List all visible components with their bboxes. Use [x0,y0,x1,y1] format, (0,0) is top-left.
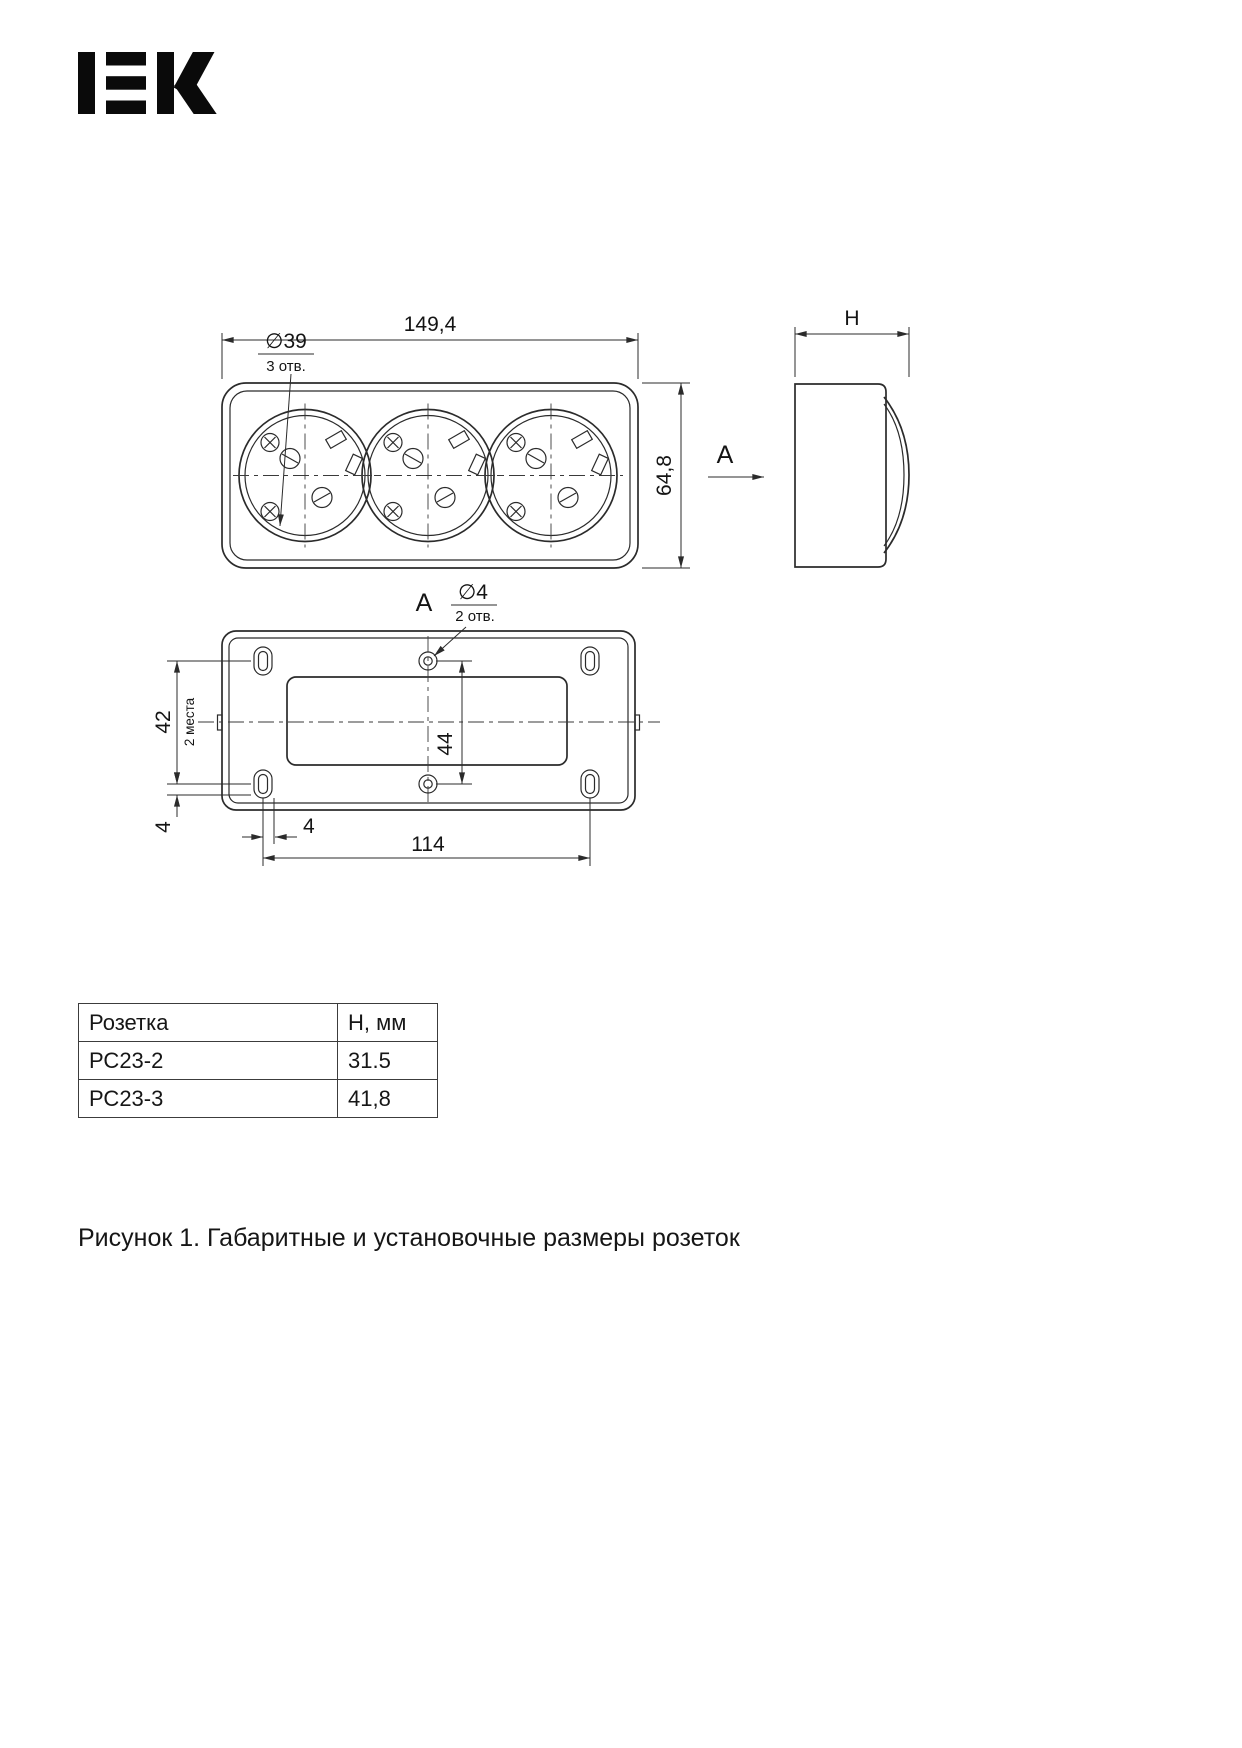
size-table: Розетка Н, мм РС23-2 31.5 РС23-3 41,8 [78,1003,438,1118]
mounting-slot-bottom-right [580,769,600,799]
hole-count-label: 3 отв. [266,358,306,375]
table-row: РС23-2 31.5 [78,1041,438,1080]
hole-count-label: 2 отв. [455,608,495,625]
socket-3 [478,402,624,549]
cell-model: РС23-2 [78,1041,338,1080]
mounting-slot-top-left [253,646,273,676]
dim-4h-label: 4 [303,815,315,838]
hole-dia-label: ∅4 [458,581,488,604]
hole-callout-39: ∅39 3 отв. [258,330,314,527]
dim-depth-label: H [844,307,859,330]
hole-dia-label: ∅39 [265,330,307,353]
dim-depth-h: H [794,307,910,377]
front-view: 149,4 64,8 ∅39 3 отв. A [221,313,764,569]
table-header-row: Розетка Н, мм [78,1003,438,1042]
mounting-slot-bottom-left [253,769,273,799]
mounting-slot-top-right [580,646,600,676]
leader-line [433,626,467,657]
cell-height: 41,8 [337,1079,438,1118]
dim-width-label: 149,4 [404,313,457,336]
cell-model: РС23-3 [78,1079,338,1118]
view-a-section-label: A [416,589,433,617]
header-h-mm: Н, мм [337,1003,438,1042]
header-socket: Розетка [78,1003,338,1042]
iek-logo: IEK [78,52,217,114]
bottom-inner-outline [228,637,629,804]
dim-4-vertical: 4 [152,762,251,833]
dim-42: 42 2 места [152,660,251,785]
front-inner-outline [229,390,631,561]
dim-42-label: 42 [152,710,175,733]
right-tab [634,714,641,731]
socket-2 [355,402,501,549]
dim-44: 44 [434,660,472,785]
left-tab [216,714,223,731]
bottom-outer-outline [221,630,636,811]
side-dome-inner [883,403,905,547]
dim-height-label: 64,8 [653,455,676,496]
side-body-outline [794,383,887,568]
bottom-view: A ∅4 2 отв. 42 2 места 4 [152,581,660,866]
dim-114-label: 114 [411,833,445,856]
side-view: H [794,307,910,568]
leader-line [277,373,292,527]
dim-42-note: 2 места [182,697,197,746]
socket-1 [232,402,378,549]
hole-callout-4: ∅4 2 отв. [433,581,497,657]
view-a-label: A [717,441,734,469]
wiring-opening [286,676,568,766]
side-dome-outline [883,396,910,554]
dim-4v-label: 4 [152,821,175,833]
table-row: РС23-3 41,8 [78,1079,438,1118]
cell-height: 31.5 [337,1041,438,1080]
dim-4-horizontal: 4 [242,798,315,844]
front-outer-outline [221,382,639,569]
technical-drawing: IEK 149,4 [78,52,910,866]
logo-k-lower-leg [174,74,217,114]
dim-height: 64,8 [642,382,690,569]
figure-caption: Рисунок 1. Габаритные и установочные раз… [78,1224,740,1252]
dim-width: 149,4 [221,313,639,379]
view-arrow-a: A [708,441,764,481]
dim-44-label: 44 [434,732,457,756]
dim-114: 114 [262,798,591,866]
